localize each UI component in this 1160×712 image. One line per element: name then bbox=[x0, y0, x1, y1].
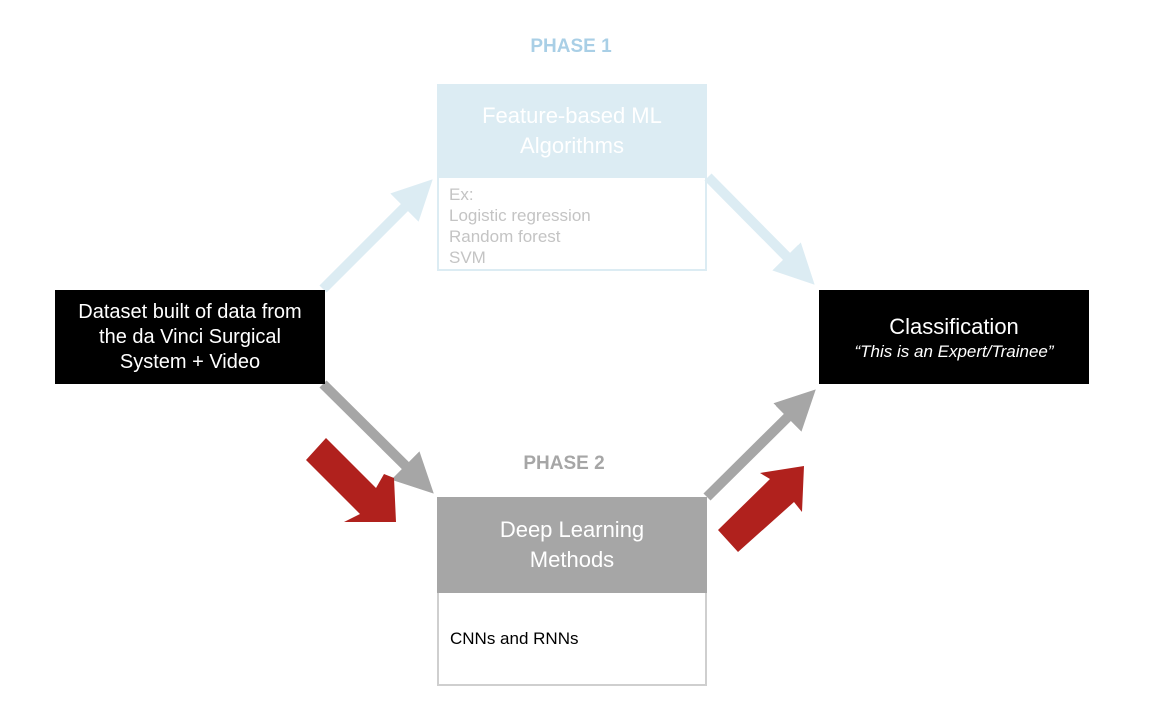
classification-title: Classification bbox=[889, 313, 1019, 339]
highlight-arrow-out-of-dl bbox=[718, 466, 804, 552]
ml-detail-line: Ex: bbox=[449, 185, 474, 204]
ml-algorithms-details: Ex: Logistic regression Random forest SV… bbox=[437, 178, 707, 271]
arrow-dataset-to-ml bbox=[319, 179, 433, 293]
phase-2-label: PHASE 2 bbox=[523, 453, 605, 474]
deep-learning-header: Deep Learning Methods bbox=[437, 497, 707, 593]
ml-detail-line: Random forest bbox=[449, 227, 561, 246]
ml-algorithms-title: Feature-based ML Algorithms bbox=[482, 103, 662, 158]
classification-node: Classification “This is an Expert/Traine… bbox=[819, 290, 1089, 384]
dataset-node: Dataset built of data from the da Vinci … bbox=[55, 290, 325, 384]
phase-1-label: PHASE 1 bbox=[530, 36, 612, 57]
arrow-ml-to-classification bbox=[704, 173, 815, 285]
deep-learning-detail-text: CNNs and RNNs bbox=[450, 628, 579, 648]
ml-detail-line: Logistic regression bbox=[449, 206, 591, 225]
dataset-text: Dataset built of data from the da Vinci … bbox=[78, 300, 302, 373]
deep-learning-details: CNNs and RNNs bbox=[437, 593, 707, 686]
classification-subtitle: “This is an Expert/Trainee” bbox=[854, 341, 1054, 361]
ml-detail-line: SVM bbox=[449, 248, 486, 267]
deep-learning-title: Deep Learning Methods bbox=[499, 517, 645, 572]
arrow-dl-to-classification bbox=[703, 389, 816, 501]
highlight-arrow-into-dl bbox=[306, 438, 396, 522]
arrow-dataset-to-dl bbox=[319, 380, 434, 494]
ml-algorithms-header: Feature-based ML Algorithms bbox=[437, 84, 707, 178]
